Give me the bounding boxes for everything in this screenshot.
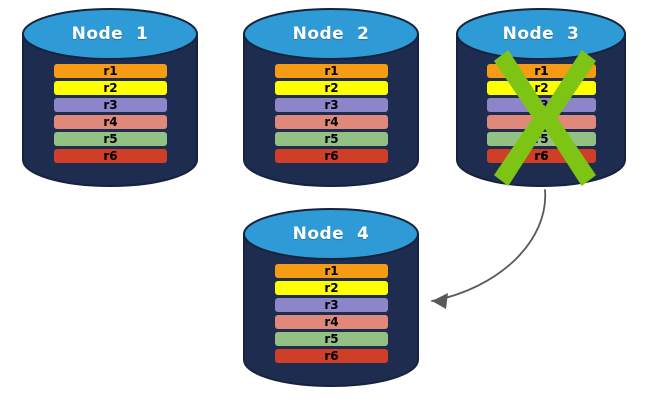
node-3-row-r2: r2 xyxy=(487,81,596,95)
node-1-row-r2: r2 xyxy=(54,81,167,95)
node-1-row-r4: r4 xyxy=(54,115,167,129)
node-4-row-r1: r1 xyxy=(275,264,388,278)
node-1-row-r5: r5 xyxy=(54,132,167,146)
node-2-row-r5: r5 xyxy=(275,132,388,146)
node-4-top-disc xyxy=(243,208,419,260)
node-3-row-r4: r4 xyxy=(487,115,596,129)
node-2-row-r6: r6 xyxy=(275,149,388,163)
node-4-row-r2: r2 xyxy=(275,281,388,295)
node-3-top-disc xyxy=(456,8,626,60)
node-1-row-r6: r6 xyxy=(54,149,167,163)
node-4-row-r4: r4 xyxy=(275,315,388,329)
migration-arrow-line xyxy=(431,189,546,302)
node-1-row-r3: r3 xyxy=(54,98,167,112)
node-1-row-r1: r1 xyxy=(54,64,167,78)
node-2-row-r1: r1 xyxy=(275,64,388,78)
migration-arrow-head xyxy=(432,293,448,309)
node-3-row-r1-overlay-label: r1 xyxy=(534,64,549,78)
node-2-top-disc xyxy=(243,8,419,60)
node-4-row-r5: r5 xyxy=(275,332,388,346)
node-2-row-r2: r2 xyxy=(275,81,388,95)
node-3-row-r6-overlay-label: r6 xyxy=(534,149,549,163)
node-2-row-r4: r4 xyxy=(275,115,388,129)
node-3-row-r3: r3 xyxy=(487,98,596,112)
node-1-top-disc xyxy=(22,8,198,60)
node-2-row-r3: r3 xyxy=(275,98,388,112)
node-4-row-r6: r6 xyxy=(275,349,388,363)
node-4-row-r3: r3 xyxy=(275,298,388,312)
node-3-row-r5: r5 xyxy=(487,132,596,146)
